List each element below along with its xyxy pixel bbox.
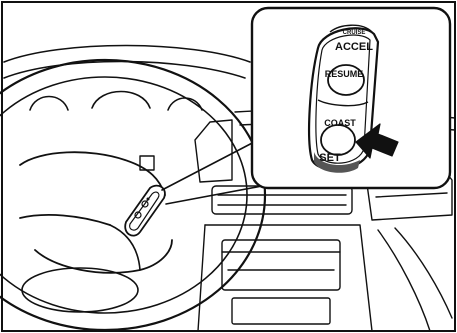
label-coast: COAST [324, 118, 356, 128]
coast-set-button [321, 125, 355, 155]
label-set: SET [319, 152, 341, 164]
label-accel: ACCEL [335, 41, 373, 53]
label-cruise-top: CRUISE [343, 30, 366, 36]
label-resume: RESUME [325, 69, 364, 79]
